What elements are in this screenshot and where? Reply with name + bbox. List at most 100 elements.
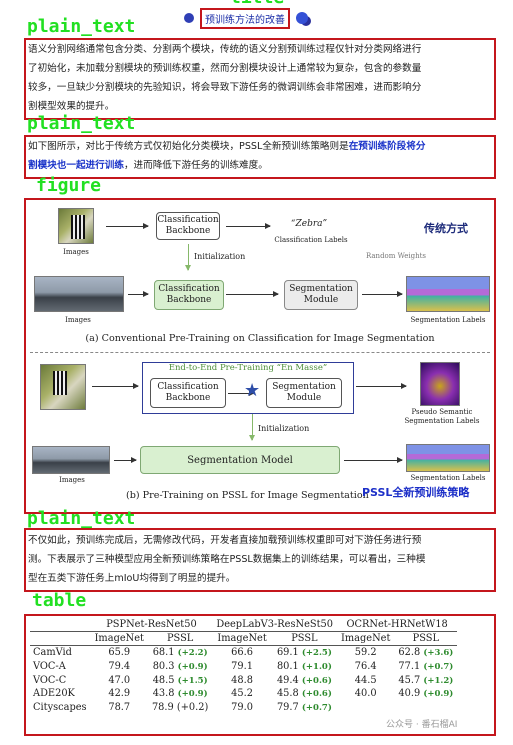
classification-backbone-box: Classification Backbone [154,280,224,310]
paragraph-3-line: 不仅如此，预训练完成后，无需修改代码，开发者直接加载预训练权重即可对下游任务进行… [28,535,422,546]
paragraph-1-line: 了初始化，未加载分割模块的预训练权重，然而分割模块设计上通常较为复杂，包含的参数… [28,63,422,74]
table-group-header: DeepLabV3-ResNeSt50 [216,619,333,631]
initialization-label: Initialization [258,424,310,433]
paragraph-2-highlight: 在预训练阶段将分 [348,141,426,152]
table-cell: 69.1 (+2.5) [276,647,332,659]
paragraph-2: 如下图所示，对比于传统方式仅初始化分类模块，PSSL全新预训练策略则是在预训练阶… [28,137,494,175]
traditional-method-tag: 传统方式 [424,222,468,235]
results-table: PSPNet-ResNet50 DeepLabV3-ResNeSt50 OCRN… [30,618,458,715]
table-cell: 78.9 (+0.2) [151,702,209,714]
table-subheader: PSSL [394,631,458,647]
table-cell: 42.9 [108,688,131,700]
table-row: VOC-A 79.4 80.3 (+0.9) 79.1 80.1 (+1.0) … [30,659,457,673]
table-cell: 79.0 [231,702,253,714]
figure-caption-b: (b) Pre-Training on PSSL for Image Segme… [126,490,369,501]
figure-caption-a: (a) Conventional Pre-Training on Classif… [85,333,435,344]
en-masse-label: End-to-End Pre-Training “En Masse” [168,363,328,373]
pseudo-labels-caption: Pseudo Semantic Segmentation Labels [404,408,480,425]
table-row: VOC-C 47.0 48.5 (+1.5) 48.8 49.4 (+0.6) … [30,673,457,687]
table-cell: 40.0 [354,688,377,700]
table-cell: 62.8 (+3.6) [398,647,454,659]
init-arrow-icon [185,244,191,271]
plain-text-box-3 [24,528,496,592]
layout-label-figure: figure [36,175,102,196]
layout-label-plain-text-1: plain_text [27,16,136,37]
page-title: 预训练方法的改善 [200,7,290,29]
table-cell [394,701,457,715]
table-cell: 45.2 [231,688,253,700]
paragraph-1-line: 割模型效果的提升。 [28,101,115,112]
table-row: ADE20K 42.9 43.8 (+0.9) 45.2 45.8 (+0.6)… [30,687,457,701]
images-label: Images [63,248,89,256]
table-cell: 45.8 (+0.6) [276,688,332,700]
paragraph-1: 语义分割网络通常包含分类、分割两个模块，传统的语义分割预训练过程仅针对分类网络进… [28,40,494,116]
paragraph-1-line: 语义分割网络通常包含分类、分割两个模块，传统的语义分割预训练过程仅针对分类网络进… [28,44,422,55]
paragraph-3: 不仅如此，预训练完成后，无需修改代码，开发者直接加载预训练权重即可对下游任务进行… [28,531,494,588]
images-label: Images [65,316,91,324]
table-cell: 47.0 [108,674,131,686]
layout-label-table: table [32,590,87,611]
layout-label-plain-text-2: plain_text [27,113,136,134]
table-cell: 79.1 [231,660,253,672]
building-image [32,446,110,474]
table-subheader: ImageNet [337,631,395,647]
table-subheader: PSSL [271,631,337,647]
arrow-icon [92,383,139,389]
classification-backbone-box: Classification Backbone [156,212,220,240]
table-cell: 80.3 (+0.9) [152,660,208,672]
table-cell [337,701,394,715]
table-cell: 78.7 [108,702,131,714]
table-subheader: ImageNet [212,631,272,647]
table-cell: 76.4 [354,660,377,672]
table-cell: 68.1 (+2.2) [152,647,208,659]
table-cell: 66.6 [231,647,253,659]
table-cell: 48.5 (+1.5) [152,674,208,686]
table-cell: 80.1 (+1.0) [276,660,332,672]
table-subheader: PSSL [147,631,213,647]
watermark: 公众号 · 番石榴AI [386,720,458,730]
segmentation-model-box: Segmentation Model [140,446,340,474]
arrow-icon [226,291,279,297]
table-cell: 45.7 (+1.2) [398,674,454,686]
random-weights-label: Random Weights [365,252,427,260]
row-name: VOC-A [33,660,66,672]
table-group-header: OCRNet-HRNetW18 [346,619,448,631]
arrow-icon [356,383,407,389]
plain-text-box-2 [24,135,496,179]
segmentation-output-image [406,276,490,312]
arrow-icon [344,457,403,463]
images-label: Images [59,476,85,484]
building-image [34,276,124,312]
arrow-icon [228,390,255,396]
table-cell: 59.2 [354,647,377,659]
blue-dots-icon [296,12,308,24]
pssl-strategy-tag: PSSL全新预训练策略 [362,486,470,499]
plain-text-box-1 [24,38,496,120]
star-icon: ★ [244,380,261,401]
row-name: CamVid [33,647,72,659]
segmentation-labels-caption: Segmentation Labels [410,474,486,482]
table-group-header: PSPNet-ResNet50 [106,619,197,631]
paragraph-2-text: ，进而降低下游任务的训练难度。 [123,160,268,171]
blue-dot-icon [184,13,194,23]
results-table-box: PSPNet-ResNet50 DeepLabV3-ResNeSt50 OCRN… [24,614,496,736]
segmentation-output-image [406,444,490,472]
layout-label-title: title [230,0,284,8]
figure: Images Classification Backbone “Zebra” C… [24,198,496,514]
page-title-row: 预训练方法的改善 [184,7,308,29]
segmentation-module-box: Segmentation Module [284,280,358,310]
paragraph-2-text: 如下图所示，对比于传统方式仅初始化分类模块，PSSL全新预训练策略则是 [28,141,349,152]
classification-backbone-box: Classification Backbone [150,378,226,408]
paragraph-2-highlight: 割模块也一起进行训练 [28,160,124,171]
layout-label-plain-text-3: plain_text [27,508,136,529]
arrow-icon [226,223,271,229]
paragraph-3-line: 型在五类下游任务上mIoU均得到了明显的提升。 [28,573,236,584]
initialization-label: Initialization [194,252,246,261]
classification-labels-caption: Classification Labels [274,236,348,244]
section-divider [30,352,490,353]
paragraph-1-line: 较多，一旦缺少分割模块的先验知识，将会导致下游任务的微调训练会非常困难，进而影响… [28,82,422,93]
table-cell: 49.4 (+0.6) [276,674,332,686]
table-cell: 43.8 (+0.9) [152,688,208,700]
table-subheader: ImageNet [90,631,148,647]
paragraph-3-line: 测。下表展示了三种模型应用全新预训练策略在PSSL数据集上的训练结果，可以看出，… [28,554,426,565]
